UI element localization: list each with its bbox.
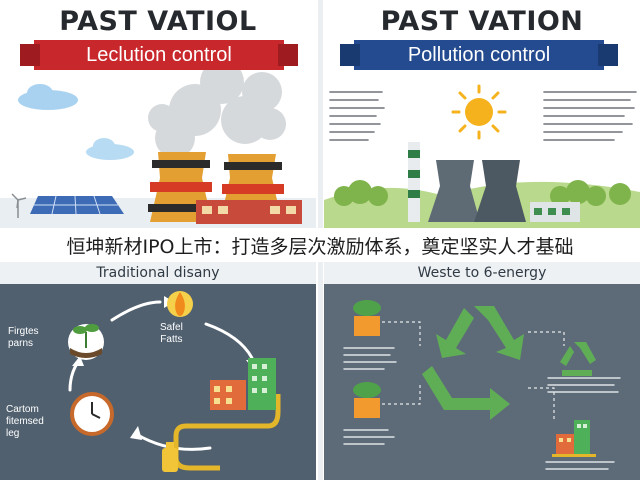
factory-icon bbox=[530, 202, 580, 222]
factory-icon bbox=[196, 200, 302, 224]
windmill-icon bbox=[11, 193, 27, 218]
cooling-tower-icon bbox=[474, 160, 526, 222]
carbon-label: Cartom fitemsed leg bbox=[6, 404, 44, 439]
city-icon bbox=[552, 420, 596, 457]
panel-bottom-left: Traditional disany Safel Fatts Firgtes p… bbox=[0, 262, 316, 480]
fuel-label: Safel Fatts bbox=[160, 322, 183, 345]
flame-icon bbox=[167, 291, 193, 317]
plant-pot-icon bbox=[353, 382, 381, 418]
text-block-left bbox=[329, 91, 385, 141]
trees-icon bbox=[334, 180, 631, 206]
poster-title: PAST VATION bbox=[380, 6, 584, 37]
recycle-icon bbox=[422, 306, 524, 420]
clock-icon bbox=[70, 392, 114, 436]
sapling-icon bbox=[68, 324, 104, 360]
panel-top-right: PAST VATION Pollution control bbox=[324, 0, 640, 228]
sun-icon bbox=[451, 84, 507, 140]
text-block bbox=[343, 347, 621, 470]
chimney-icon bbox=[408, 142, 420, 222]
bottle-icon bbox=[162, 442, 178, 472]
recycle-icon bbox=[560, 342, 596, 376]
connectors bbox=[382, 321, 565, 420]
cloud-icon bbox=[18, 84, 78, 110]
illustration-bottom-right bbox=[343, 300, 621, 470]
panel-bottom-right: Weste to 6-energy bbox=[324, 262, 640, 480]
solar-panel-icon bbox=[30, 195, 124, 215]
poster-subtitle: Traditional disany bbox=[0, 262, 316, 284]
cloud-icon bbox=[86, 138, 134, 160]
cooling-tower-icon bbox=[428, 160, 480, 222]
poster-banner: Pollution control bbox=[340, 40, 618, 70]
plants-label: Firgtes parns bbox=[8, 326, 39, 349]
smoke-icon bbox=[148, 60, 286, 158]
panel-top-left: PAST VATIOL Leclution control bbox=[0, 0, 316, 228]
plant-pot-icon bbox=[353, 300, 381, 336]
headline-caption: 恒坤新材IPO上市：打造多层次激励体系，奠定坚实人才基础 bbox=[0, 228, 640, 262]
poster-banner: Leclution control bbox=[20, 40, 298, 70]
illustration-top-left bbox=[0, 60, 316, 228]
poster-subtitle: Weste to 6-energy bbox=[324, 262, 640, 284]
poster-title: PAST VATIOL bbox=[59, 6, 257, 37]
illustration-bottom-left bbox=[68, 291, 281, 472]
city-icon bbox=[210, 358, 276, 410]
text-block-right bbox=[543, 91, 637, 141]
illustration-top-right bbox=[324, 84, 640, 228]
